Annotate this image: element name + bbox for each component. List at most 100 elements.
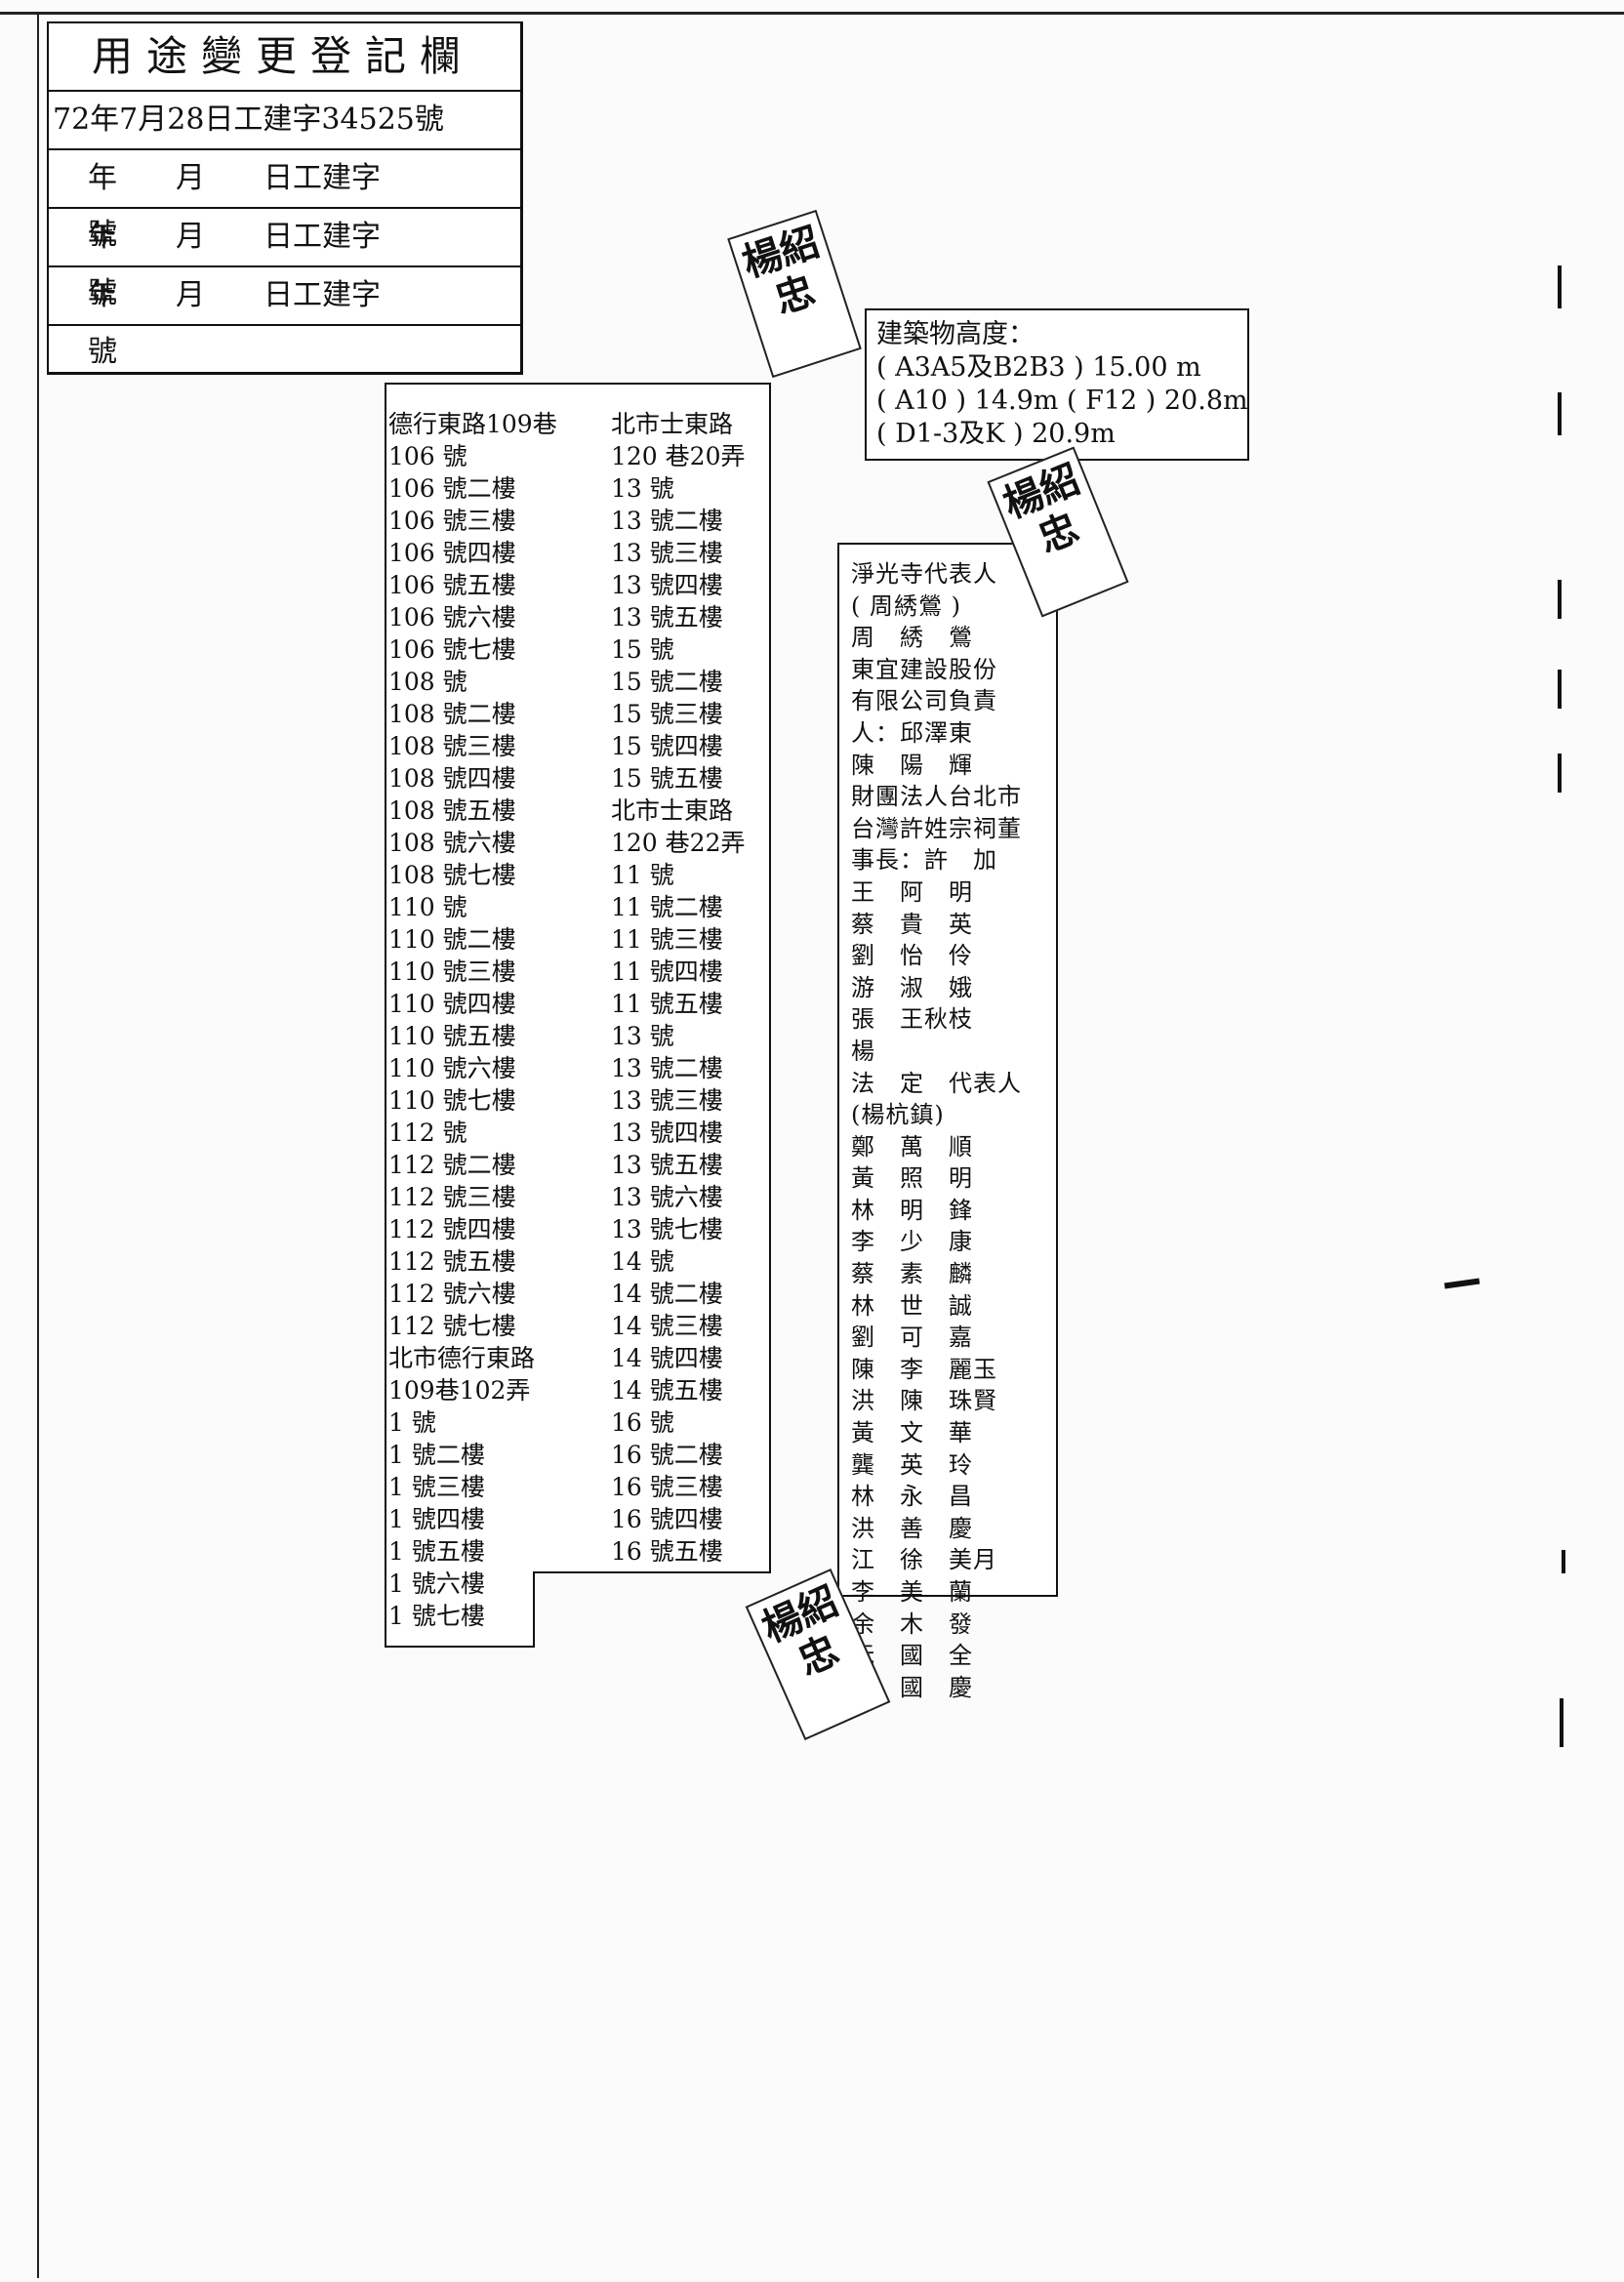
address-entry: 14 號三樓: [611, 1312, 723, 1340]
address-entry: 106 號: [388, 442, 467, 470]
owner-entry: ( 周綉鶯 ): [851, 591, 961, 620]
address-entry: 13 號: [611, 474, 674, 503]
owner-entry: 張 王秋枝: [851, 1005, 973, 1034]
address-entry: 13 號五樓: [611, 603, 723, 632]
address-entry: 110 號五樓: [388, 1022, 516, 1050]
address-entry: 16 號: [611, 1408, 674, 1437]
scan-mark: [1558, 670, 1562, 709]
address-entry: 110 號二樓: [388, 925, 516, 954]
address-entry: 110 號四樓: [388, 990, 516, 1018]
address-entry: 11 號三樓: [611, 925, 723, 954]
address-entry: 106 號六樓: [388, 603, 516, 632]
scan-mark: [1558, 580, 1562, 619]
owner-entry: 劉 可 嘉: [851, 1324, 973, 1352]
address-entry: 108 號二樓: [388, 700, 516, 728]
address-entry: 16 號三樓: [611, 1473, 723, 1501]
address-entry: 110 號七樓: [388, 1086, 516, 1115]
address-entry: 16 號四樓: [611, 1505, 723, 1533]
address-entry: 13 號: [611, 1022, 674, 1050]
address-entry: 106 號七樓: [388, 635, 516, 664]
owner-entry: 林 世 誠: [851, 1291, 973, 1320]
owner-entry: 龔 英 玲: [851, 1450, 973, 1479]
address-list-edge: [769, 383, 771, 1573]
address-entry: 13 號七樓: [611, 1215, 723, 1243]
address-entry: 120 巷20弄: [611, 442, 746, 470]
address-entry: 108 號七樓: [388, 861, 516, 889]
owner-entry: 江 徐 美月: [851, 1546, 997, 1574]
registry-row: 年 月 日工建字 號: [49, 267, 520, 369]
owner-entry: 余 木 發: [851, 1610, 973, 1638]
owner-entry: 林 永 昌: [851, 1483, 973, 1511]
registry-row: 年 月 日工建字 號: [49, 150, 520, 252]
owner-entry: 黃 文 華: [851, 1419, 973, 1447]
address-entry: 120 巷22弄: [611, 829, 746, 857]
address-entry: 11 號: [611, 861, 674, 889]
address-entry: 13 號二樓: [611, 507, 723, 535]
address-list-frame-tail: [385, 1571, 535, 1648]
address-entry: 106 號五樓: [388, 571, 516, 599]
owner-entry: 蔡 貴 英: [851, 910, 973, 938]
address-entry: 112 號四樓: [388, 1215, 516, 1243]
address-entry: 1 號四樓: [388, 1505, 485, 1533]
owner-entry: 人：邱澤東: [851, 718, 973, 747]
address-entry: 108 號六樓: [388, 829, 516, 857]
address-entry: 110 號三樓: [388, 958, 516, 986]
address-entry: 1 號五樓: [388, 1537, 485, 1566]
address-entry: 德行東路109巷: [388, 410, 557, 438]
owner-entry: 事長：許 加: [851, 846, 997, 875]
owner-entry: 陳 李 麗玉: [851, 1355, 997, 1383]
owner-entry: 李 美 蘭: [851, 1578, 973, 1606]
page-border-left: [37, 14, 39, 2278]
address-entry: 14 號: [611, 1247, 674, 1276]
address-entry: 北市士東路: [611, 796, 734, 825]
address-entry: 1 號三樓: [388, 1473, 485, 1501]
scan-mark: [1558, 265, 1562, 308]
address-entry: 112 號六樓: [388, 1280, 516, 1308]
scan-mark: [1562, 1550, 1565, 1573]
address-entry: 15 號三樓: [611, 700, 723, 728]
address-entry: 108 號: [388, 668, 467, 696]
address-entry: 13 號三樓: [611, 539, 723, 567]
owner-entry: 淨光寺代表人: [851, 560, 997, 588]
owner-entry: 有限公司負責: [851, 687, 997, 715]
owner-entry: 東宜建設股份: [851, 655, 997, 683]
address-entry: 13 號六樓: [611, 1183, 723, 1211]
owners-list-box: 淨光寺代表人( 周綉鶯 )周 綉 鶯東宜建設股份有限公司負責人：邱澤東陳 陽 輝…: [837, 543, 1058, 1701]
address-entry: 112 號五樓: [388, 1247, 516, 1276]
owners-list: 淨光寺代表人( 周綉鶯 )周 綉 鶯東宜建設股份有限公司負責人：邱澤東陳 陽 輝…: [851, 558, 1044, 1703]
scan-mark: [1558, 392, 1562, 435]
address-list-frame: [385, 383, 771, 1573]
address-entry: 13 號五樓: [611, 1151, 723, 1179]
registry-row-empty: [49, 326, 520, 385]
usage-change-registry: 用途變更登記欄 72年7月28日工建字34525號 年 月 日工建字 號 年 月…: [47, 21, 523, 375]
address-entry: 108 號三樓: [388, 732, 516, 760]
scan-mark: [1558, 754, 1562, 793]
address-entry: 15 號四樓: [611, 732, 723, 760]
address-entry: 11 號四樓: [611, 958, 723, 986]
address-entry: 13 號二樓: [611, 1054, 723, 1082]
address-entry: 112 號二樓: [388, 1151, 516, 1179]
address-entry: 15 號五樓: [611, 764, 723, 793]
owner-entry: 財團法人台北市: [851, 783, 1022, 811]
page-border-top: [0, 12, 1624, 15]
address-entry: 15 號二樓: [611, 668, 723, 696]
address-entry: 11 號二樓: [611, 893, 723, 921]
address-entry: 106 號二樓: [388, 474, 516, 503]
owner-entry: 阮 國 全: [851, 1642, 973, 1670]
height-label: 建築物高度：: [876, 319, 1035, 349]
owner-entry: 洪 陳 珠賢: [851, 1387, 997, 1415]
address-entry: 1 號二樓: [388, 1441, 485, 1469]
owner-entry: 周 綉 鶯: [851, 624, 973, 652]
scan-mark: [1560, 1698, 1563, 1747]
owner-entry: 王 阿 明: [851, 877, 973, 906]
address-entry: 15 號: [611, 635, 674, 664]
scan-mark: [1443, 1278, 1481, 1289]
address-entry: 1 號六樓: [388, 1569, 485, 1598]
address-entry: 108 號四樓: [388, 764, 516, 793]
owner-entry: 台灣許姓宗祠董: [851, 814, 1022, 842]
address-entry: 1 號七樓: [388, 1602, 485, 1630]
address-entry: 1 號: [388, 1408, 436, 1437]
